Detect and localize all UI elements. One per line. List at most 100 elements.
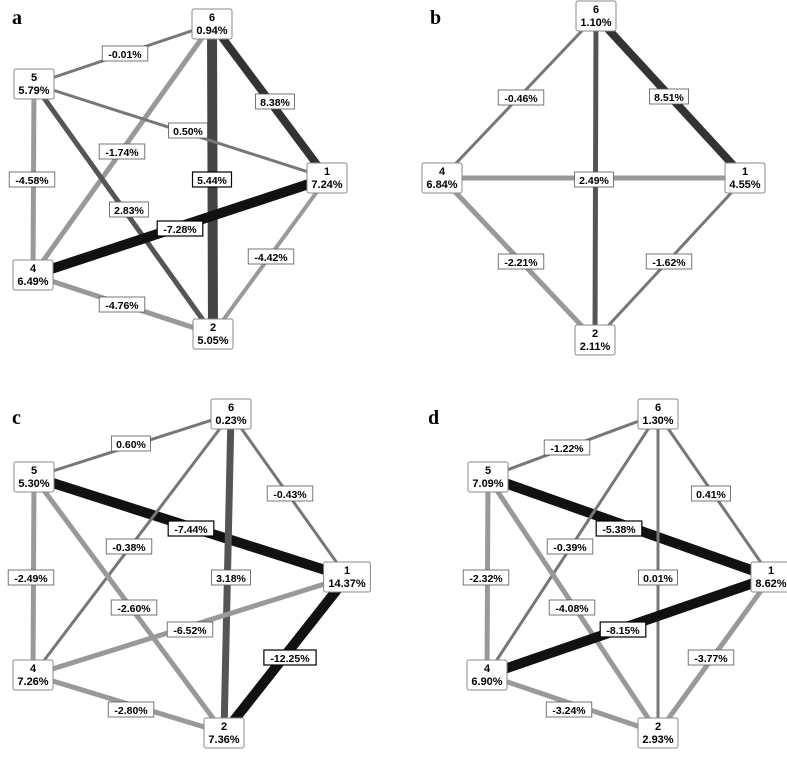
node-2: 22.11% [574,324,616,356]
node-value: 4.55% [729,179,760,191]
edge-label-box [7,569,55,586]
node-id: 4 [30,663,37,675]
edge-label-box [266,485,314,502]
edge-layer [30,412,351,737]
edge-label-box [574,171,614,188]
edge-label-text: 0.60% [116,439,146,451]
edge-label-box [247,248,295,265]
node-1: 18.62% [750,561,787,593]
edge-label-5-4: -4.58% [8,171,56,188]
node-value: 5.79% [18,85,49,97]
edge-label-text: 5.44% [197,175,227,187]
edge-label-box [595,520,643,537]
edge-label-4-2: -2.80% [107,701,155,718]
node-box [210,398,252,430]
edge-label-text: -0.39% [553,542,587,554]
edge-label-layer: -0.01%8.38%5.44%-1.74%0.50%-4.58%2.83%-7… [8,45,295,313]
panel-b: b-0.46%8.51%2.49%-2.21%-1.62%61.10%46.84… [421,0,766,356]
panel-a: a-0.01%8.38%5.44%-1.74%0.50%-4.58%2.83%-… [8,7,348,350]
edge-label-6-1: 0.41% [691,485,731,502]
edge-label-box [110,599,158,616]
node-box [203,717,245,749]
node-value: 1.10% [580,17,611,29]
node-box [323,561,371,593]
edge-layer [484,412,774,736]
node-5: 57.09% [467,461,509,493]
node-id: 4 [484,663,491,675]
node-4: 47.26% [12,659,54,691]
node-value: 0.94% [196,25,227,37]
node-id: 2 [210,322,216,334]
edge-label-layer: 0.60%-0.43%-7.44%-0.38%3.18%-2.49%-2.60%… [7,435,317,718]
edge-label-box [691,485,731,502]
node-box [467,461,509,493]
edge-label-text: -7.28% [163,224,197,236]
edge-label-box [548,599,596,616]
node-6: 61.30% [637,398,679,430]
edge-label-5-1: 0.50% [168,122,208,139]
node-layer: 60.94%55.79%17.24%46.49%25.05% [12,8,348,350]
edge-label-5-1: -7.44% [167,520,215,537]
node-layer: 60.23%55.30%114.37%47.26%27.36% [12,398,371,749]
node-5: 55.79% [13,68,55,100]
edge-label-box [8,171,56,188]
edge-label-text: -6.52% [173,625,207,637]
node-value: 1.30% [642,415,673,427]
node-value: 8.62% [755,578,786,590]
edge-label-box [98,143,146,160]
node-box [12,659,54,691]
edge-label-box [168,122,208,139]
node-id: 1 [324,166,330,178]
edge-label-text: -2.21% [504,257,538,269]
edge-label-6-4: -0.46% [497,89,545,106]
edge-label-box [191,171,233,188]
edge-label-box [156,220,204,237]
edge-label-5-6: -1.22% [543,439,591,456]
edge-label-box [107,701,155,718]
edge-label-text: 2.83% [114,205,144,217]
edge-label-text: 8.38% [260,97,290,109]
node-id: 1 [768,565,774,577]
node-id: 2 [592,328,598,340]
edge-label-text: -1.74% [105,147,139,159]
edge-label-4-2: -3.24% [545,701,593,718]
edge-label-5-4: -2.32% [462,569,510,586]
edge-label-1-2: -12.25% [263,649,317,666]
edge-label-text: 0.01% [643,573,673,585]
node-6: 60.94% [191,8,233,40]
edge-label-text: -0.38% [112,542,146,554]
edge-label-box [546,538,594,555]
node-box [13,461,55,493]
node-id: 5 [31,72,37,84]
edge-label-6-1: 8.51% [649,88,689,105]
node-id: 6 [209,12,215,24]
edge-layer [30,21,331,337]
edge-label-4-1: 2.49% [574,171,614,188]
node-box [637,398,679,430]
edge-label-layer: -1.22% 0.41% -5.38% -0.39% 0.01% -2.32% -4.08%… [462,439,735,718]
node-id: 2 [655,721,661,733]
node-value: 5.30% [18,478,49,490]
edge-label-text: -4.42% [254,252,288,264]
node-value: 7.24% [311,179,342,191]
edge-label-box [166,621,214,638]
node-1: 114.37% [323,561,371,593]
node-4: 46.90% [466,659,508,691]
node-box [574,324,616,356]
edge-label-box [645,253,693,270]
node-box [466,659,508,691]
edge-label-text: -3.77% [694,653,728,665]
edge-label-5-2: -4.08% [548,599,596,616]
edge-label-text: -2.60% [117,603,151,615]
edge-label-5-4: -2.49% [7,569,55,586]
node-box [575,0,617,32]
node-5: 55.30% [13,461,55,493]
edge-label-text: -4.76% [105,300,139,312]
edge-label-box [497,89,545,106]
edge-label-box [497,253,545,270]
edge-label-4-1: -8.15% [599,621,647,638]
node-layer: 61.30%57.09%18.62%46.90%22.93% [466,398,787,749]
edge-label-5-1: -5.38% [595,520,643,537]
edge-label-text: -2.32% [469,573,503,585]
